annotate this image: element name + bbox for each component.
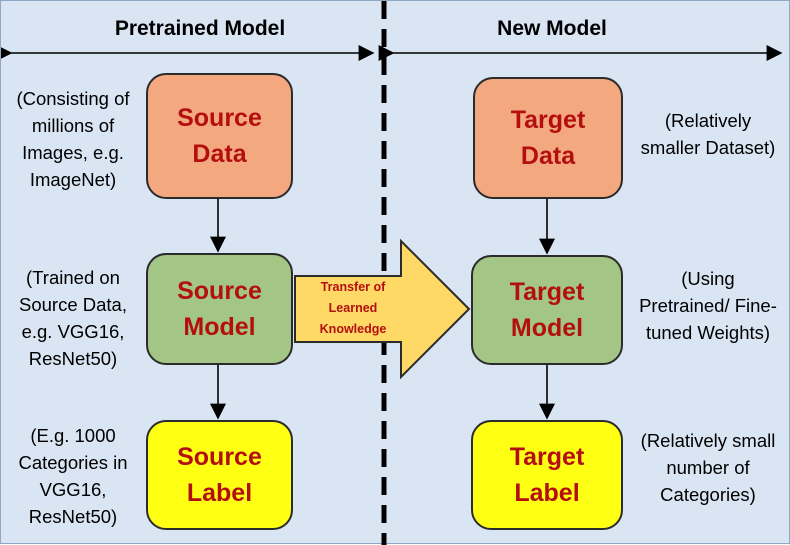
note-line: (Relatively small: [640, 430, 776, 451]
target-label-box: Target Label: [471, 420, 623, 530]
note-line: Categories in: [18, 452, 128, 473]
source-label-box: Source Label: [146, 420, 293, 530]
target-model-line-1: Target: [509, 278, 585, 306]
target-data-note: (Relatively smaller Dataset): [629, 107, 787, 161]
source-data-note: (Consisting of millions of Images, e.g. …: [5, 85, 141, 193]
note-line: (Relatively: [664, 110, 752, 131]
note-line: (Consisting of: [16, 88, 130, 109]
note-line: ImageNet): [29, 169, 117, 190]
note-line: (Using: [681, 268, 735, 289]
transfer-arrow-label: Transfer of Learned Knowledge: [301, 277, 405, 340]
pretrained-model-header: Pretrained Model: [101, 17, 299, 41]
note-line: Pretrained/ Fine-: [639, 295, 777, 316]
source-data-box: Source Data: [146, 73, 293, 199]
note-line: ResNet50): [28, 506, 118, 527]
target-model-box: Target Model: [471, 255, 623, 365]
new-model-header: New Model: [481, 17, 623, 41]
source-label-note: (E.g. 1000 Categories in VGG16, ResNet50…: [5, 422, 141, 530]
source-model-note: (Trained on Source Data, e.g. VGG16, Res…: [5, 264, 141, 372]
transfer-line-3: Knowledge: [319, 322, 387, 336]
target-label-note: (Relatively small number of Categories): [629, 427, 787, 508]
source-data-line-2: Data: [192, 140, 247, 168]
target-model-note: (Using Pretrained/ Fine- tuned Weights): [629, 265, 787, 346]
note-line: (Trained on: [26, 267, 120, 288]
note-line: tuned Weights): [645, 322, 771, 343]
note-line: Images, e.g.: [22, 142, 124, 163]
transfer-line-2: Learned: [328, 301, 378, 315]
note-line: millions of: [31, 115, 115, 136]
transfer-line-1: Transfer of: [320, 280, 386, 294]
transfer-arrow-shape: [294, 238, 471, 380]
source-data-line-1: Source: [177, 104, 262, 132]
target-data-box: Target Data: [473, 77, 623, 199]
note-line: Source Data,: [19, 294, 127, 315]
target-label-line-2: Label: [514, 479, 580, 507]
source-model-line-1: Source: [177, 277, 262, 305]
note-line: e.g. VGG16,: [21, 321, 125, 342]
target-data-line-1: Target: [510, 106, 586, 134]
source-label-line-1: Source: [177, 443, 262, 471]
source-model-line-2: Model: [183, 313, 256, 341]
note-line: VGG16,: [39, 479, 107, 500]
source-model-box: Source Model: [146, 253, 293, 365]
note-line: (E.g. 1000: [30, 425, 116, 446]
source-label-line-2: Label: [186, 479, 253, 507]
target-label-line-1: Target: [509, 443, 585, 471]
note-line: smaller Dataset): [640, 137, 776, 158]
target-data-line-2: Data: [520, 142, 576, 170]
note-line: number of: [666, 457, 750, 478]
note-line: Categories): [660, 484, 756, 505]
note-line: ResNet50): [28, 348, 118, 369]
target-model-line-2: Model: [510, 314, 584, 342]
